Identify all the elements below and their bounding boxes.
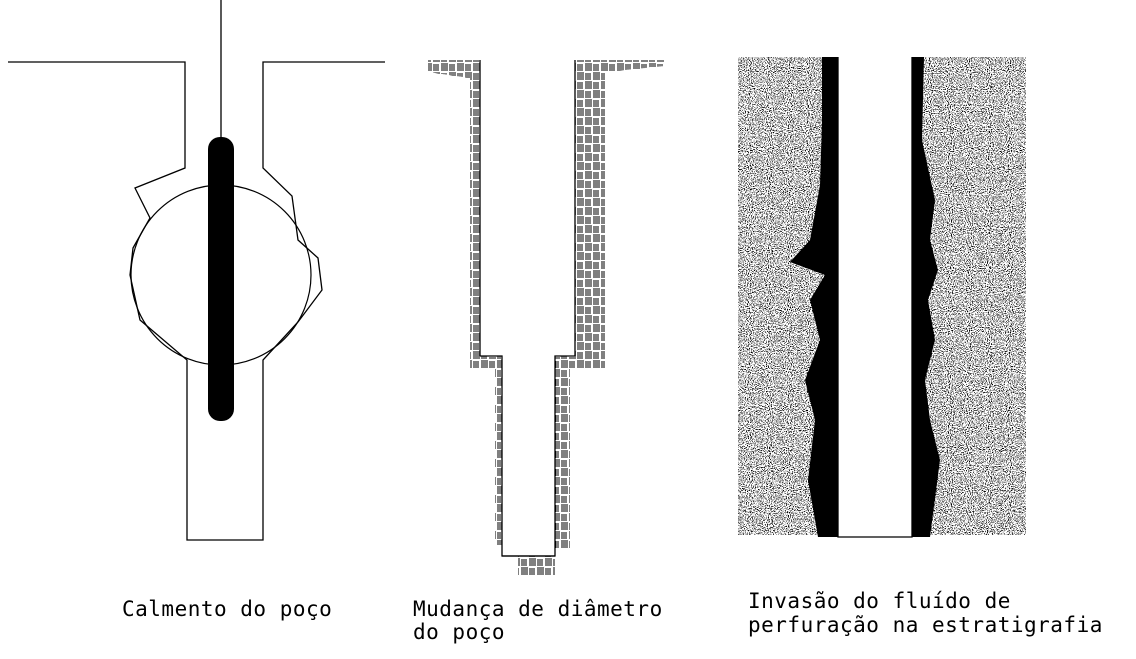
caption-invasion-line2: perfuração na estratigrafia — [748, 613, 1103, 637]
caving-borehole-outline — [8, 61, 385, 541]
invasion-borehole — [838, 57, 912, 537]
caption-diameter-line1: Mudança de diâmetro — [413, 597, 663, 621]
diameter-change-panel — [428, 60, 665, 575]
caption-diameter-line2: do poço — [413, 620, 506, 644]
diameter-right-wall-hatch — [540, 60, 665, 575]
diameter-left-wall-hatch — [428, 60, 528, 575]
invasion-left-zone — [790, 57, 838, 537]
caving-panel — [8, 0, 385, 541]
diameter-bottom-hatch — [528, 556, 555, 575]
caving-logging-tool — [208, 137, 234, 421]
caption-caving: Calmento do poço — [122, 597, 333, 621]
fluid-invasion-panel — [738, 57, 1026, 538]
invasion-right-zone — [912, 57, 940, 537]
caption-invasion-line1: Invasão do fluído de — [748, 589, 1011, 613]
